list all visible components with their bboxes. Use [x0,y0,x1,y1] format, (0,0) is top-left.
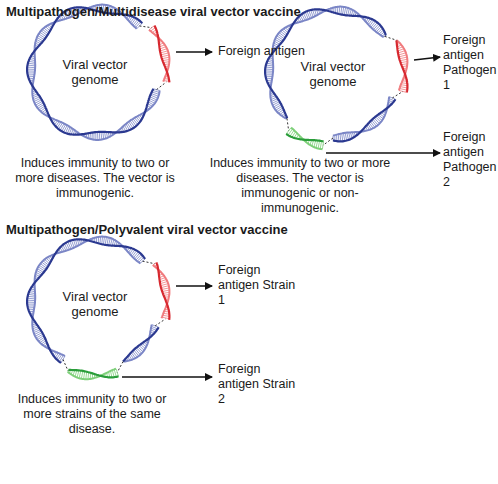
dashed-link [287,118,289,130]
vector-dna-rungs [27,5,160,140]
leader-arrow [122,376,212,377]
insert-dna-strand [154,26,169,83]
caption: Induces immunity to two or more diseases… [9,156,181,201]
insert-dna-rungs [396,40,407,92]
caption: Induces immunity to two or more strains … [17,392,167,437]
insert-dna-rungs [68,369,119,380]
antigen-label: Foreign antigen [218,44,328,59]
section-title: Multipathogen/Multidisease viral vector … [6,4,301,19]
genome-circle: Viral vector genome [39,16,151,128]
leader-arrow [326,152,440,153]
dashed-link [323,138,333,145]
vector-dna-strand [270,7,383,119]
dashed-link [117,362,123,373]
vector-dna-rungs [333,97,395,142]
vector-dna-rungs [27,237,145,363]
leader-arrow [414,57,440,60]
vector-dna-rungs [124,325,159,362]
vector-dna-rungs [265,7,386,119]
vector-dna-strand [27,7,153,134]
genome-label: Viral vector genome [47,57,143,87]
antigen-label: Foreign antigen Pathogen 2 [443,130,495,190]
vector-dna-strand [333,99,395,141]
insert-dna-strand [68,370,118,378]
insert-dna-strand [396,40,407,92]
dashed-link [385,36,397,40]
vector-dna-strand [265,9,386,118]
section-title: Multipathogen/Polyvalent viral vector va… [6,222,406,237]
genome-circle: Viral vector genome [277,18,389,130]
antigen-label: Foreign antigen Strain 1 [218,263,298,308]
caption: Induces immunity to two or more diseases… [207,156,393,216]
dashed-link [157,82,167,90]
genome-circle: Viral vector genome [39,248,151,360]
antigen-label: Foreign antigen Strain 2 [218,362,298,407]
vector-dna-strand [123,327,159,361]
dashed-link [392,91,403,98]
genome-label: Viral vector genome [285,59,381,89]
insert-dna-strand [286,134,323,142]
dashed-link [143,261,155,264]
insert-dna-rungs [286,128,323,150]
leader-arrow [176,285,212,286]
insert-dna-strand [157,263,170,320]
dashed-link [155,319,165,326]
dashed-link [63,359,68,370]
vector-dna-strand [27,239,145,363]
genome-label: Viral vector genome [47,289,143,319]
leader-arrow [176,51,212,52]
dashed-link [139,26,151,28]
antigen-label: Foreign antigen Pathogen 1 [443,33,495,93]
